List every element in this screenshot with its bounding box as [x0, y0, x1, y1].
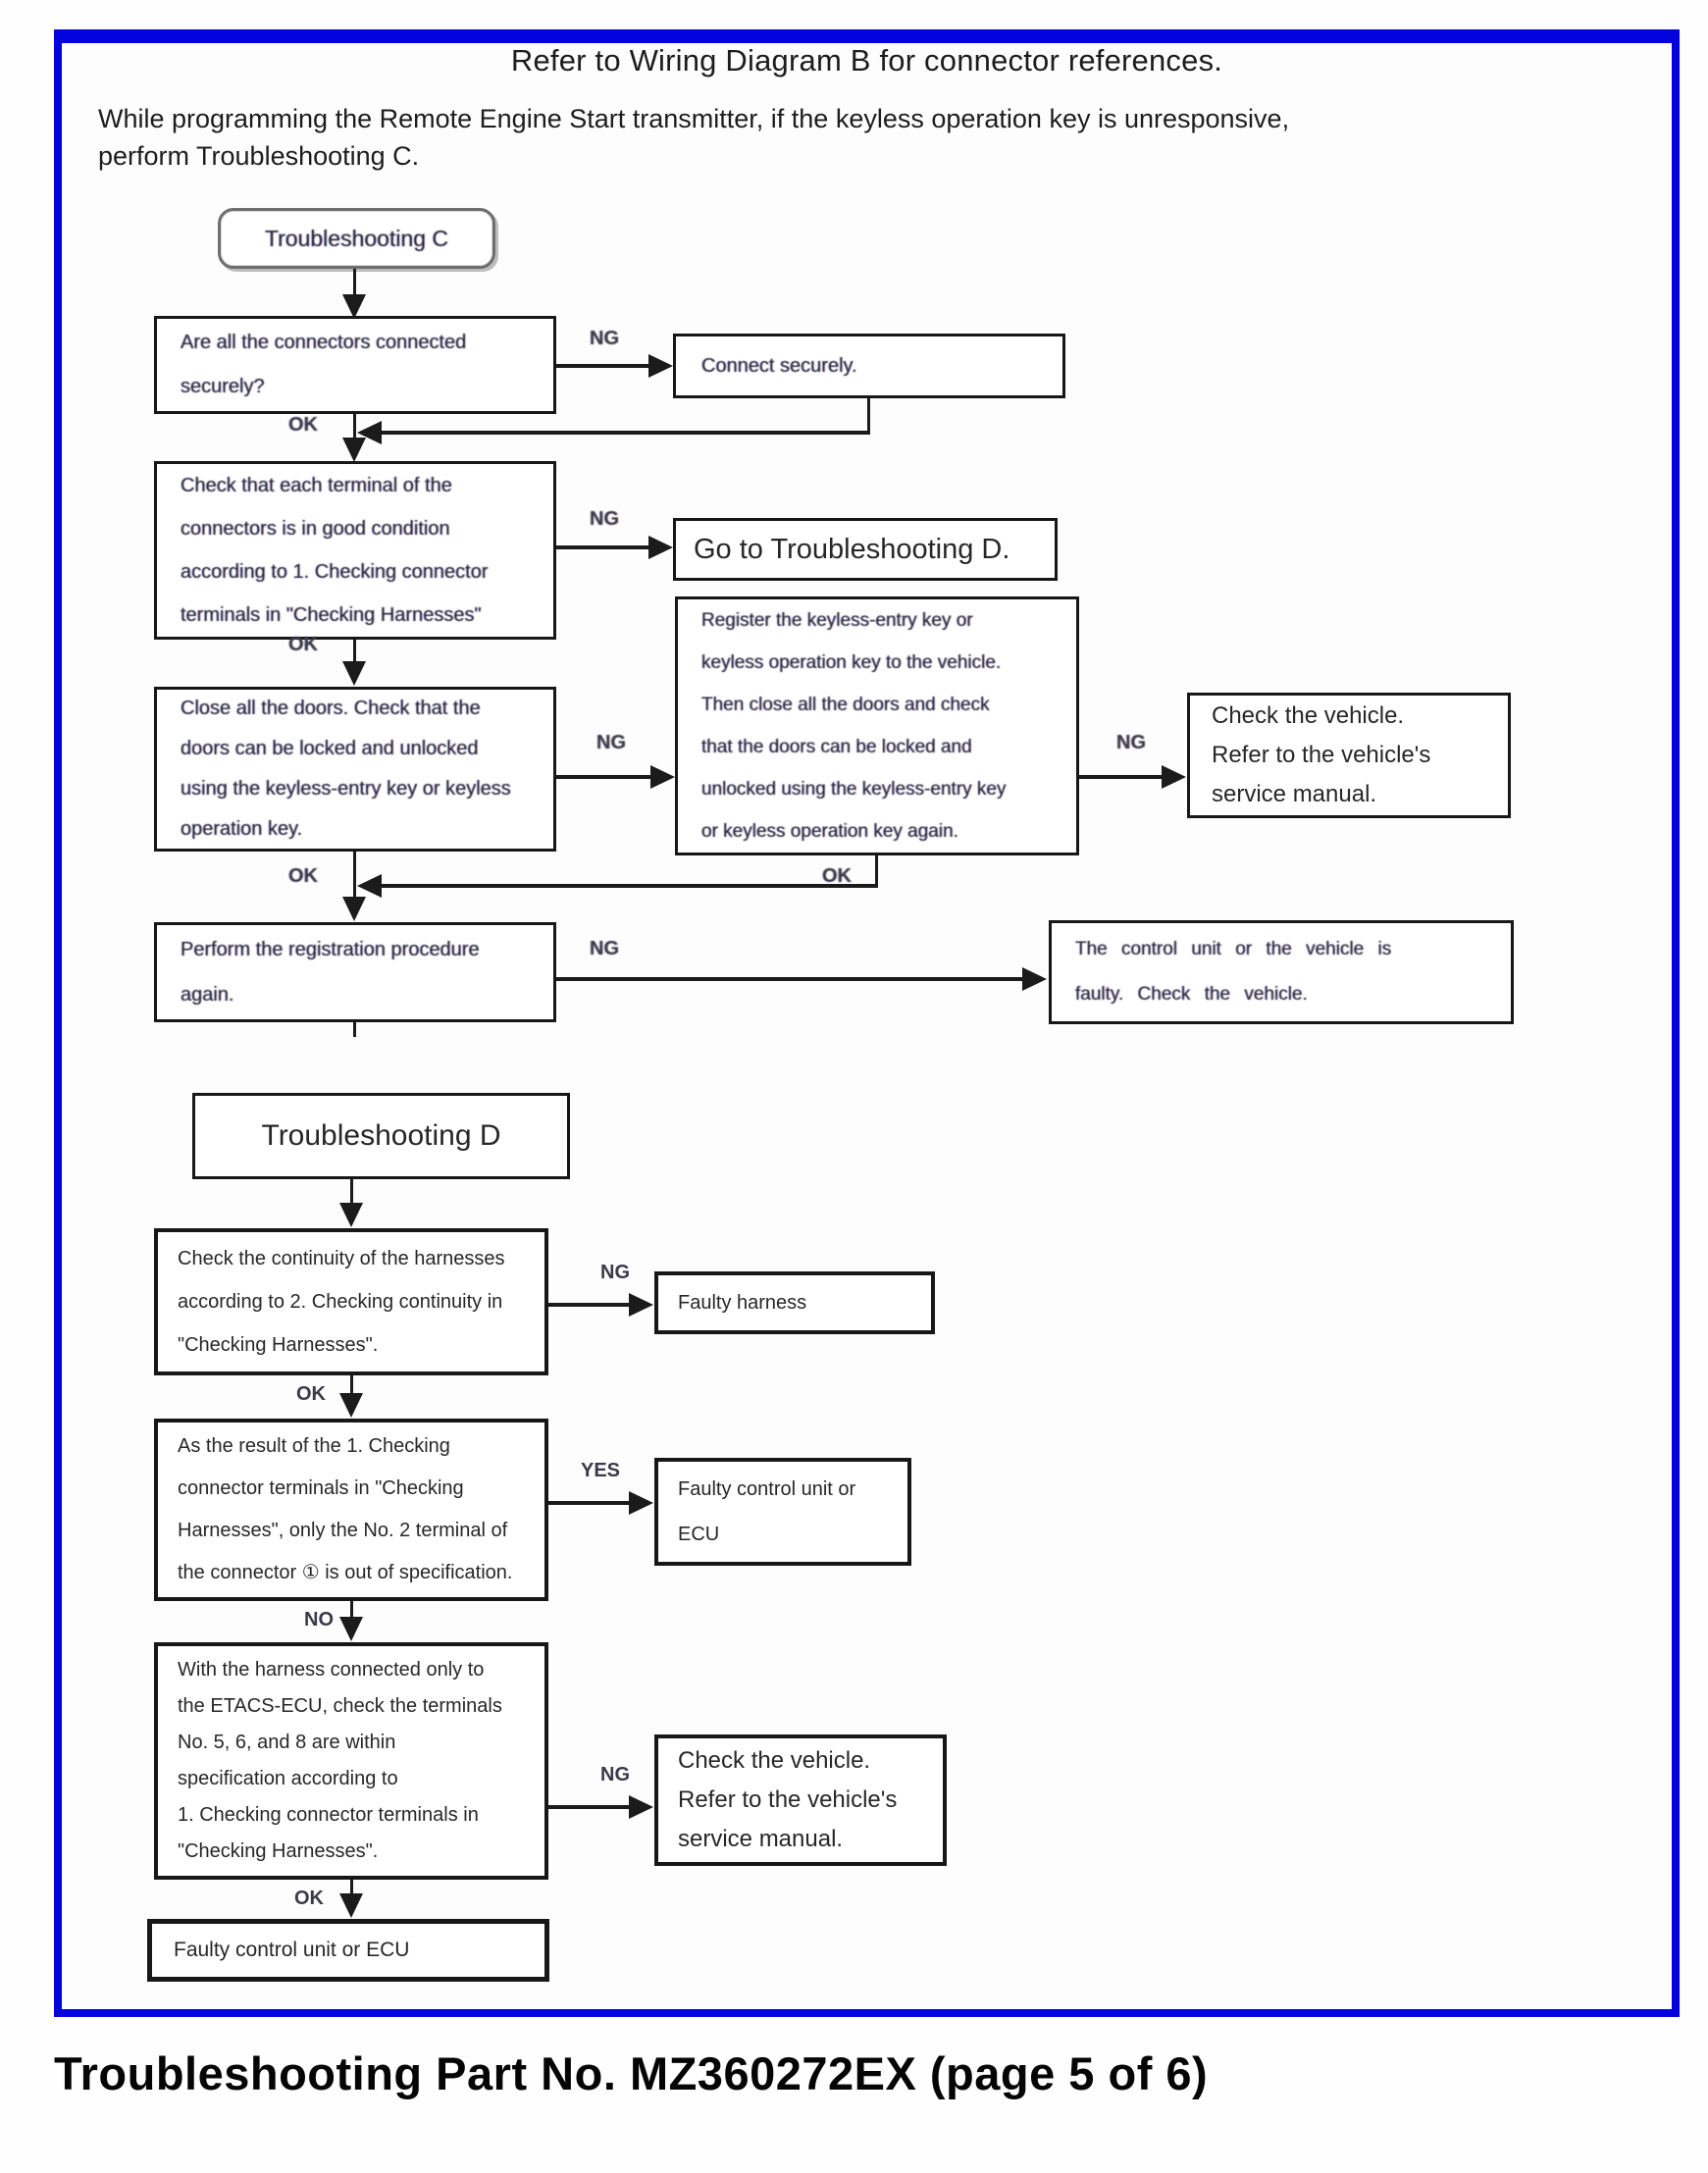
- c-ng3-head: [650, 765, 675, 789]
- d-check-vehicle-text: Check the vehicle. Refer to the vehicle'…: [678, 1747, 898, 1852]
- c-arrow3-line: [353, 640, 356, 661]
- d-faulty-harness-box: Faulty harness: [654, 1271, 935, 1334]
- d-q2-text: As the result of the 1. Checking connect…: [178, 1435, 513, 1583]
- c-a2-goto-d-box: Go to Troubleshooting D.: [673, 518, 1058, 581]
- c-arrow1-head: [342, 294, 366, 319]
- d-ok1-label: OK: [296, 1383, 326, 1405]
- c-a3-text: Register the keyless-entry key or keyles…: [701, 610, 1007, 842]
- d-arrow1-head: [339, 1203, 363, 1227]
- d-arrow1-line: [350, 1179, 353, 1203]
- d-q3-text: With the harness connected only to the E…: [178, 1659, 502, 1862]
- c-ng1-label: NG: [590, 328, 619, 349]
- c-q2-text: Check that each terminal of the connecto…: [181, 475, 489, 626]
- d-q2-no2-terminal-box: As the result of the 1. Checking connect…: [154, 1419, 548, 1601]
- c-control-unit-box: The control unit or the vehicle is fault…: [1049, 920, 1514, 1024]
- flow-c-start-node: Troubleshooting C: [218, 208, 495, 269]
- c-a1-text: Connect securely.: [701, 354, 857, 377]
- d-end-faulty-ecu-box: Faulty control unit or ECU: [147, 1919, 549, 1982]
- d-arrow2-line: [350, 1375, 353, 1395]
- d-ng1-head: [629, 1293, 653, 1317]
- c-ng4-line: [1079, 775, 1164, 779]
- d-arrow2-head: [339, 1393, 363, 1418]
- c-loop1-line: [377, 431, 870, 435]
- c-ng1-line: [556, 364, 649, 368]
- c-q3-doors-box: Close all the doors. Check that the door…: [154, 687, 556, 852]
- c-ng4-head: [1162, 765, 1186, 789]
- c-ng5-head: [1022, 967, 1047, 991]
- d-q3-etacs-box: With the harness connected only to the E…: [154, 1642, 548, 1880]
- flow-d-start-label: Troubleshooting D: [261, 1119, 501, 1152]
- d-arrow4-head: [339, 1893, 363, 1918]
- c-control-unit-text: The control unit or the vehicle is fault…: [1075, 939, 1392, 1005]
- c-arrow3-head: [342, 661, 366, 686]
- d-ng2-head: [629, 1795, 653, 1819]
- c-ok2-label: OK: [288, 634, 318, 655]
- d-yes-label: YES: [581, 1460, 621, 1481]
- c-ok1-label: OK: [288, 414, 318, 436]
- d-ng1-line: [548, 1303, 631, 1307]
- c-ng2-label: NG: [590, 508, 619, 530]
- flow-d-start-node: Troubleshooting D: [192, 1093, 570, 1179]
- c-ok3-register-label: OK: [822, 865, 852, 887]
- c-loop2-head: [357, 874, 382, 898]
- c-ng3-label: NG: [596, 732, 626, 753]
- d-q1-continuity-box: Check the continuity of the harnesses ac…: [154, 1228, 548, 1375]
- c-arrow2-head: [342, 438, 366, 462]
- c-arrow2-line: [353, 414, 356, 440]
- d-q1-text: Check the continuity of the harnesses ac…: [178, 1248, 505, 1356]
- flow-c-start-label: Troubleshooting C: [264, 225, 449, 251]
- footer-caption: Troubleshooting Part No. MZ360272EX (pag…: [54, 2047, 1209, 2099]
- d-check-vehicle-box: Check the vehicle. Refer to the vehicle'…: [654, 1734, 947, 1866]
- c-arrow4-head: [342, 897, 366, 921]
- d-ng1-label: NG: [600, 1262, 630, 1283]
- c-q1-connectors-box: Are all the connectors connected securel…: [154, 316, 556, 414]
- d-faulty-ecu-box: Faulty control unit or ECU: [654, 1458, 911, 1566]
- c-ng1-head: [648, 354, 673, 378]
- d-ng2-label: NG: [600, 1764, 630, 1785]
- c-check-vehicle-box: Check the vehicle. Refer to the vehicle'…: [1187, 693, 1511, 818]
- d-faulty-ecu-text: Faulty control unit or ECU: [678, 1478, 856, 1545]
- d-arrow3-line: [350, 1601, 353, 1619]
- d-yes-head: [629, 1491, 653, 1515]
- page-title: Refer to Wiring Diagram B for connector …: [510, 43, 1223, 78]
- c-a3-register-box: Register the keyless-entry key or keyles…: [675, 596, 1079, 855]
- c-a2-text: Go to Troubleshooting D.: [694, 533, 1010, 565]
- c-ok3-label: OK: [288, 865, 318, 887]
- c-q2-terminals-box: Check that each terminal of the connecto…: [154, 461, 556, 640]
- c-ng5-label: NG: [590, 938, 619, 959]
- c-check-vehicle-text: Check the vehicle. Refer to the vehicle'…: [1212, 702, 1431, 807]
- c-q4-registration-box: Perform the registration procedure again…: [154, 922, 556, 1022]
- c-loop2-drop: [875, 855, 878, 888]
- d-ok2-label: OK: [294, 1888, 324, 1909]
- c-arrow4-line: [353, 852, 356, 897]
- d-end-faulty-ecu-text: Faulty control unit or ECU: [174, 1939, 410, 1961]
- c-q4-text: Perform the registration procedure again…: [181, 939, 480, 1006]
- c-arrow1-line: [353, 269, 356, 296]
- c-ng2-head: [648, 536, 673, 559]
- c-q3-text: Close all the doors. Check that the door…: [181, 698, 511, 840]
- d-faulty-harness-text: Faulty harness: [678, 1291, 807, 1314]
- d-ng2-line: [548, 1805, 631, 1809]
- c-loop2-line: [377, 884, 878, 888]
- c-a1-connect-box: Connect securely.: [673, 334, 1065, 398]
- d-no-label: NO: [304, 1609, 334, 1630]
- c-ng5-line: [556, 977, 1024, 981]
- d-arrow4-line: [350, 1880, 353, 1895]
- d-yes-line: [548, 1501, 631, 1505]
- c-ng4-label: NG: [1116, 732, 1146, 753]
- c-q1-text: Are all the connectors connected securel…: [181, 332, 467, 397]
- c-ng2-line: [556, 545, 649, 549]
- intro-paragraph: While programming the Remote Engine Star…: [98, 104, 1290, 171]
- d-arrow3-head: [339, 1617, 363, 1641]
- c-loop1-drop: [867, 398, 870, 435]
- c-ng3-line: [556, 775, 652, 779]
- c-q4-stub-line: [353, 1022, 356, 1037]
